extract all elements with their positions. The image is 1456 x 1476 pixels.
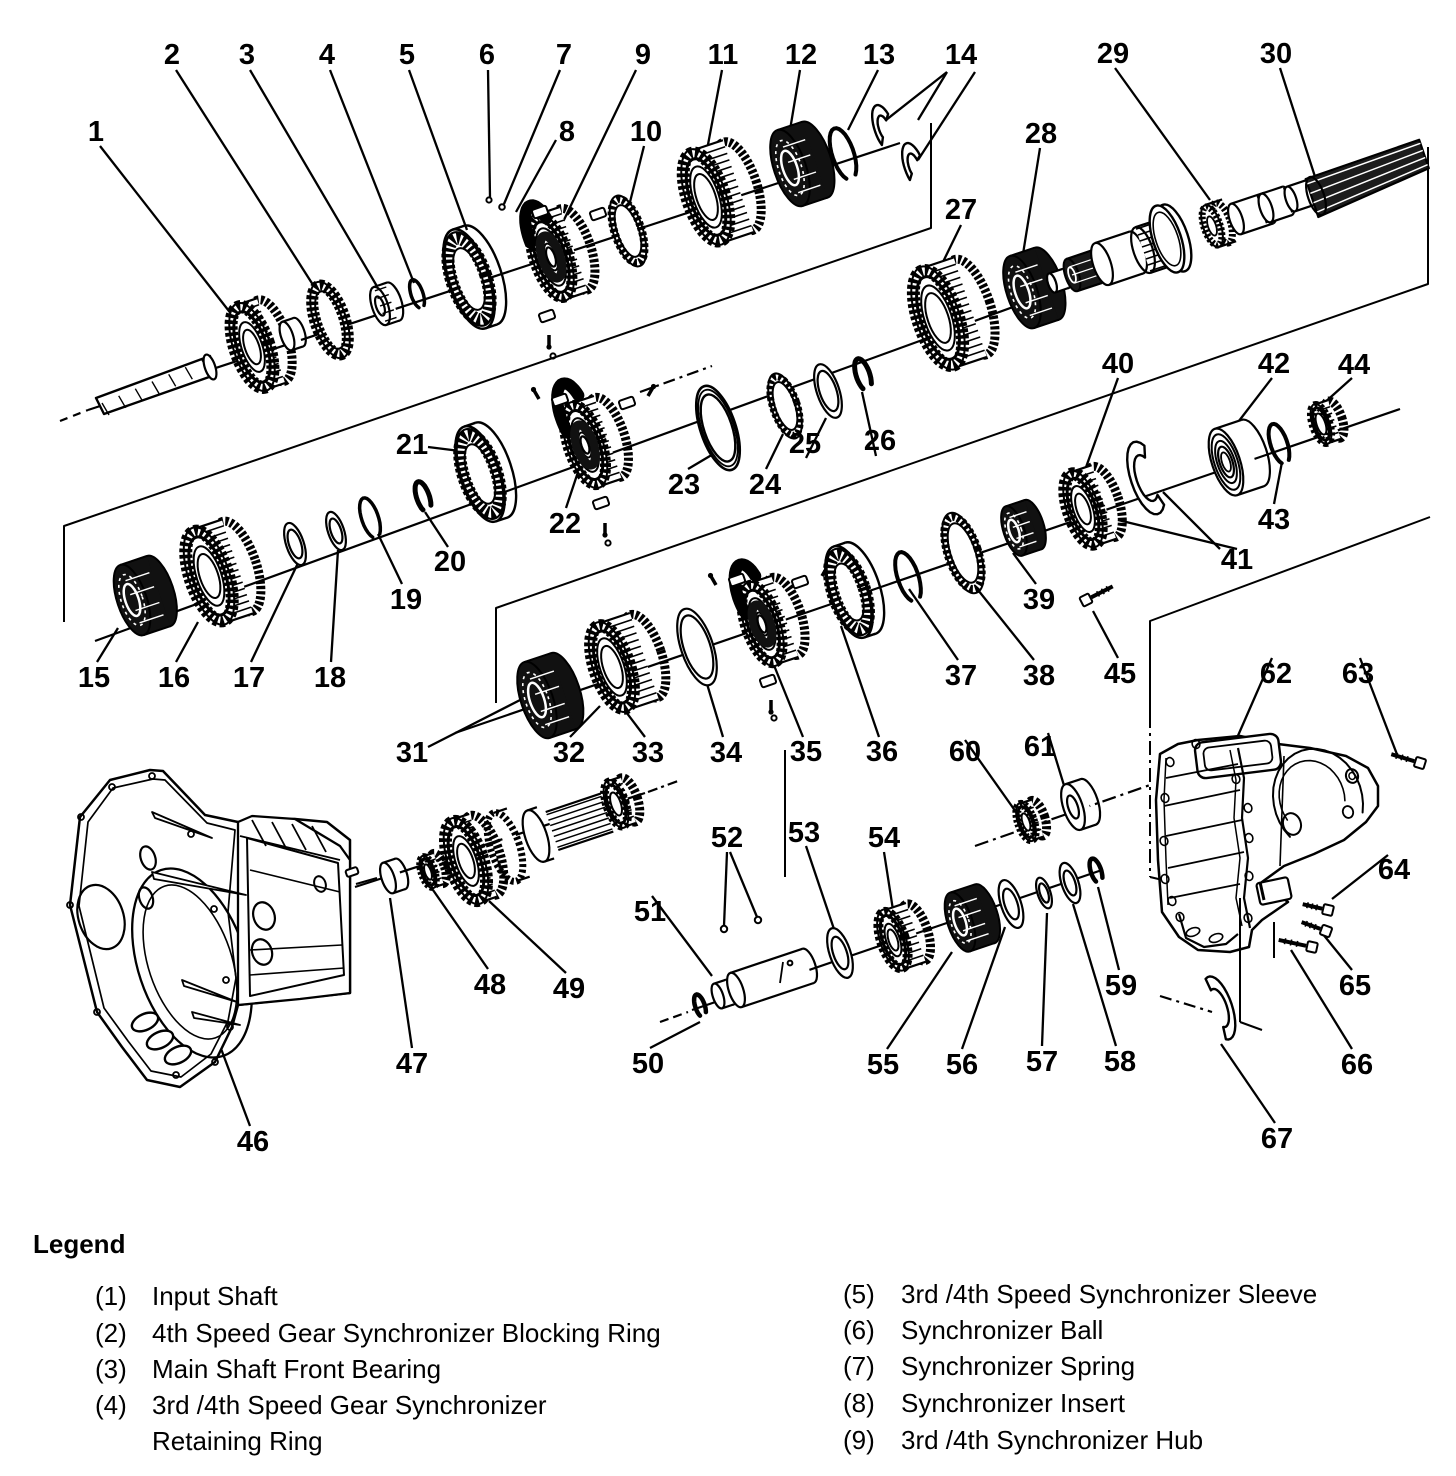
svg-text:21: 21 (396, 429, 428, 461)
svg-text:64: 64 (1378, 854, 1410, 886)
svg-text:27: 27 (945, 194, 977, 226)
svg-text:9: 9 (635, 39, 651, 71)
svg-text:15: 15 (78, 662, 110, 694)
svg-text:8: 8 (559, 116, 575, 148)
svg-text:59: 59 (1105, 970, 1137, 1002)
svg-text:61: 61 (1024, 731, 1056, 763)
svg-text:66: 66 (1341, 1049, 1373, 1081)
svg-text:34: 34 (710, 737, 742, 769)
svg-text:54: 54 (868, 822, 900, 854)
svg-text:51: 51 (634, 896, 666, 928)
svg-text:12: 12 (785, 39, 817, 71)
svg-text:57: 57 (1026, 1046, 1058, 1078)
svg-text:24: 24 (749, 469, 781, 501)
svg-text:17: 17 (233, 662, 265, 694)
svg-text:31: 31 (396, 737, 428, 769)
svg-text:36: 36 (866, 736, 898, 768)
svg-text:63: 63 (1342, 658, 1374, 690)
svg-text:14: 14 (945, 39, 977, 71)
svg-text:3: 3 (239, 39, 255, 71)
svg-text:67: 67 (1261, 1123, 1293, 1155)
svg-text:19: 19 (390, 584, 422, 616)
svg-text:29: 29 (1097, 38, 1129, 70)
svg-text:33: 33 (632, 737, 664, 769)
svg-text:13: 13 (863, 39, 895, 71)
svg-text:50: 50 (632, 1048, 664, 1080)
svg-text:52: 52 (711, 822, 743, 854)
svg-text:43: 43 (1258, 504, 1290, 536)
svg-text:39: 39 (1023, 584, 1055, 616)
svg-text:18: 18 (314, 662, 346, 694)
svg-text:49: 49 (553, 973, 585, 1005)
svg-text:11: 11 (708, 39, 739, 71)
svg-text:53: 53 (788, 817, 820, 849)
svg-text:58: 58 (1104, 1046, 1136, 1078)
svg-text:44: 44 (1338, 349, 1370, 381)
svg-text:65: 65 (1339, 970, 1371, 1002)
svg-text:6: 6 (479, 39, 495, 71)
svg-text:26: 26 (864, 425, 896, 457)
svg-text:56: 56 (946, 1049, 978, 1081)
svg-text:42: 42 (1258, 348, 1290, 380)
svg-text:28: 28 (1025, 118, 1057, 150)
svg-text:30: 30 (1260, 38, 1292, 70)
svg-text:32: 32 (553, 737, 585, 769)
svg-text:60: 60 (949, 736, 981, 768)
svg-text:38: 38 (1023, 660, 1055, 692)
svg-text:2: 2 (164, 39, 180, 71)
svg-text:35: 35 (790, 736, 822, 768)
svg-text:46: 46 (237, 1126, 269, 1158)
svg-text:16: 16 (158, 662, 190, 694)
svg-text:5: 5 (399, 39, 415, 71)
svg-text:10: 10 (630, 116, 662, 148)
svg-text:48: 48 (474, 969, 506, 1001)
svg-text:23: 23 (668, 469, 700, 501)
svg-text:4: 4 (319, 39, 335, 71)
svg-text:22: 22 (549, 508, 581, 540)
svg-text:55: 55 (867, 1049, 899, 1081)
svg-text:1: 1 (88, 116, 104, 148)
svg-text:25: 25 (789, 428, 821, 460)
svg-text:40: 40 (1102, 348, 1134, 380)
svg-text:20: 20 (434, 546, 466, 578)
svg-text:62: 62 (1260, 658, 1292, 690)
svg-text:7: 7 (556, 39, 572, 71)
svg-text:41: 41 (1221, 544, 1253, 576)
svg-text:47: 47 (396, 1048, 428, 1080)
svg-text:37: 37 (945, 660, 977, 692)
svg-text:45: 45 (1104, 658, 1136, 690)
